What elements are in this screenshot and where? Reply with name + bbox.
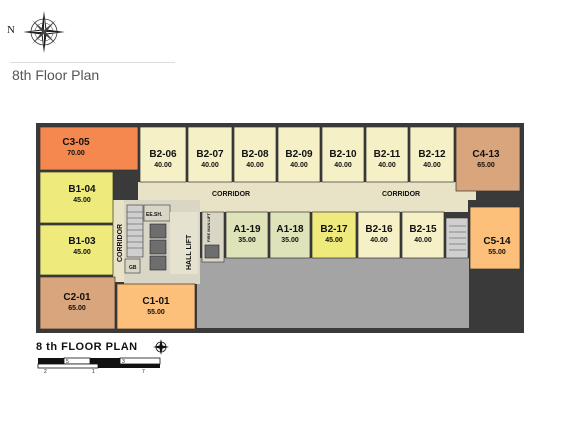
unit-area: 35.00 — [238, 237, 256, 244]
unit-code: C3-05 — [62, 137, 90, 148]
scale-number: 5 — [66, 359, 69, 365]
unit-B1-03[interactable] — [39, 224, 114, 276]
unit-code: B2-06 — [149, 149, 177, 160]
podium-roof-area — [197, 258, 469, 328]
fire-lift-car — [204, 244, 220, 259]
north-label: N — [7, 24, 15, 36]
gb-room — [124, 258, 141, 274]
scale-number: 1 — [92, 369, 95, 375]
unit-B2-11[interactable] — [365, 126, 409, 183]
stair-left — [126, 204, 144, 258]
lift-3 — [149, 255, 167, 271]
unit-area: 40.00 — [290, 162, 308, 169]
unit-B2-17[interactable] — [311, 211, 357, 259]
unit-code: B2-16 — [365, 224, 393, 235]
unit-area: 40.00 — [154, 162, 172, 169]
hall-lift-space — [170, 212, 198, 274]
stair-hatch — [127, 211, 466, 251]
unit-code: A1-19 — [233, 224, 261, 235]
unit-code: C5-14 — [483, 236, 511, 247]
unit-area: 40.00 — [378, 162, 396, 169]
unit-code: B1-03 — [68, 236, 96, 247]
unit-B2-09[interactable] — [277, 126, 321, 183]
unit-code: B2-12 — [418, 149, 446, 160]
page-title: 8th Floor Plan — [12, 67, 100, 83]
unit-C4-13[interactable] — [455, 126, 521, 192]
unit-area: 45.00 — [73, 197, 91, 204]
plan-caption: 8 th FLOOR PLAN — [36, 341, 138, 353]
unit-A1-19[interactable] — [225, 211, 269, 259]
unit-area: 70.00 — [67, 150, 85, 157]
unit-area: 45.00 — [73, 249, 91, 256]
unit-B2-08[interactable] — [233, 126, 277, 183]
unit-area: 40.00 — [370, 237, 388, 244]
unit-code: B2-11 — [374, 149, 401, 160]
unit-code: B2-10 — [329, 149, 357, 160]
corridor-upper — [138, 182, 476, 200]
corridor-label: CORRIDOR — [212, 191, 250, 198]
unit-code: C4-13 — [472, 149, 500, 160]
scale-number: 7 — [142, 369, 145, 375]
fire-man-lift-label: FIRE MAN LIFT — [206, 213, 211, 242]
unit-code: B2-07 — [196, 149, 224, 160]
scale-bar: 2 5 1 3 7 — [37, 357, 161, 375]
unit-area: 65.00 — [477, 162, 495, 169]
gb-label: GB — [129, 265, 137, 271]
hall-lift-label: HALL LIFT — [186, 234, 193, 270]
title-divider — [10, 62, 175, 63]
scale-number: 3 — [122, 359, 125, 365]
unit-code: B1-04 — [68, 184, 96, 195]
unit-area: 40.00 — [423, 162, 441, 169]
unit-code: C1-01 — [142, 296, 170, 307]
unit-C3-05[interactable] — [39, 126, 139, 171]
unit-area: 40.00 — [414, 237, 432, 244]
corridor-label: CORRIDOR — [117, 224, 124, 262]
unit-code: A1-18 — [276, 224, 304, 235]
caption-compass-icon — [153, 339, 169, 355]
unit-B2-16[interactable] — [357, 211, 401, 259]
unit-B2-15[interactable] — [401, 211, 445, 259]
unit-area: 55.00 — [147, 309, 165, 316]
unit-B2-07[interactable] — [187, 126, 233, 183]
unit-area: 40.00 — [334, 162, 352, 169]
unit-code: B2-08 — [241, 149, 269, 160]
unit-area: 35.00 — [281, 237, 299, 244]
compass-rose-icon — [23, 11, 65, 53]
unit-B2-10[interactable] — [321, 126, 365, 183]
unit-C2-01[interactable] — [39, 276, 116, 330]
corridor-left — [113, 200, 125, 282]
corridor-label: CORRIDOR — [382, 191, 420, 198]
lift-2 — [149, 239, 167, 255]
unit-code: B2-15 — [409, 224, 437, 235]
unit-code: C2-01 — [63, 292, 91, 303]
unit-area: 55.00 — [488, 249, 506, 256]
unit-area: 65.00 — [68, 305, 86, 312]
unit-area: 40.00 — [201, 162, 219, 169]
unit-C1-01[interactable] — [116, 283, 196, 330]
scale-number: 2 — [44, 369, 47, 375]
unit-area: 40.00 — [246, 162, 264, 169]
lift-1 — [149, 223, 167, 239]
unit-B2-06[interactable] — [139, 126, 187, 183]
unit-code: B2-09 — [285, 149, 313, 160]
unit-area: 45.00 — [325, 237, 343, 244]
unit-C5-14[interactable] — [469, 206, 521, 270]
unit-A1-18[interactable] — [269, 211, 311, 259]
unit-B2-12[interactable] — [409, 126, 455, 183]
ee-sh-label: EE.SH. — [146, 212, 163, 218]
corridor-lower — [196, 200, 468, 212]
unit-B1-04[interactable] — [39, 171, 114, 224]
unit-code: B2-17 — [320, 224, 348, 235]
